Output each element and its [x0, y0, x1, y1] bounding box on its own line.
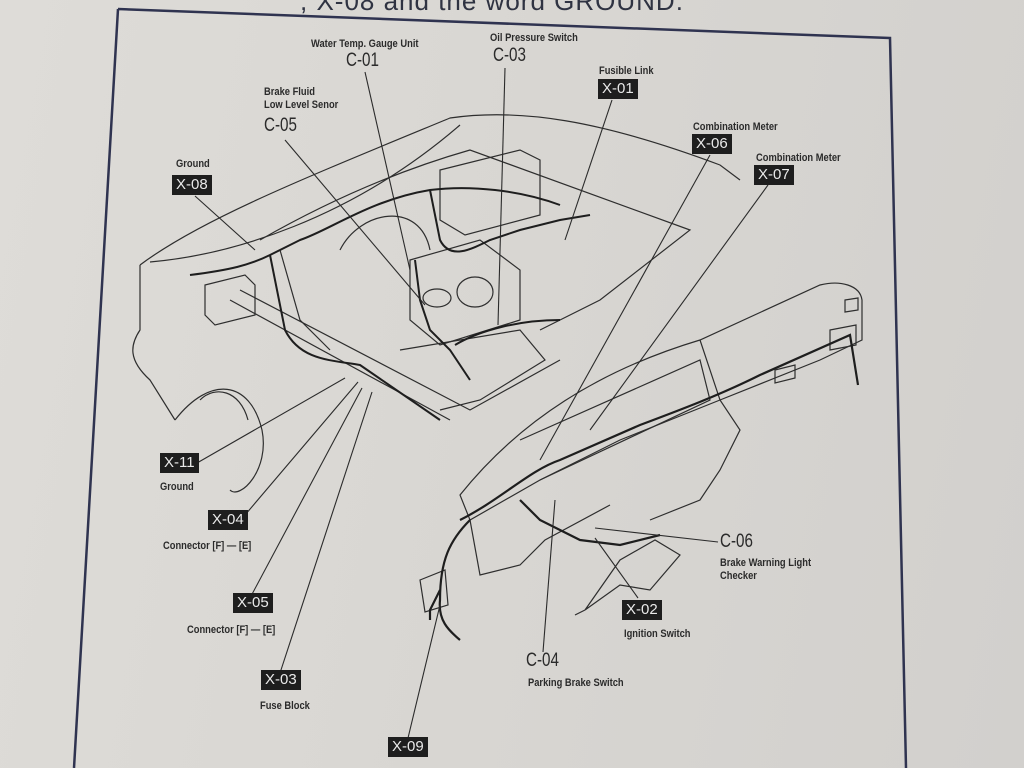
label-fusible-link: Fusible Link: [599, 65, 654, 77]
code-x09: X-09: [388, 737, 428, 757]
label-ground-x08: Ground: [176, 158, 210, 170]
leader-c01: [364, 71, 411, 271]
leader-x02: [594, 537, 639, 599]
label-oil-pressure-switch: Oil Pressure Switch: [490, 32, 578, 44]
code-x08: X-08: [172, 175, 212, 195]
label-connector-x04: Connector [F] — [E]: [163, 540, 252, 552]
label-water-temp-gauge-unit: Water Temp. Gauge Unit: [311, 38, 419, 50]
label-ignition-switch: Ignition Switch: [624, 628, 691, 640]
leader-x06: [539, 154, 711, 461]
label-brake-fluid: Brake Fluid: [264, 86, 315, 98]
label-fuse-block: Fuse Block: [260, 700, 310, 712]
code-x06: X-06: [692, 134, 732, 154]
leader-x08: [194, 195, 256, 251]
label-connector-x05: Connector [F] — [E]: [187, 624, 276, 636]
dashboard-drawing: [419, 282, 863, 616]
leader-c06: [594, 527, 719, 543]
label-combination-meter-x06: Combination Meter: [693, 121, 778, 133]
code-x03: X-03: [261, 670, 301, 690]
leader-x03: [279, 391, 373, 674]
leader-lines: [194, 67, 769, 739]
leader-c05: [284, 139, 426, 306]
diagram-frame: [72, 7, 908, 768]
leader-x04: [244, 381, 359, 516]
code-x01: X-01: [598, 79, 638, 99]
leader-x05: [249, 387, 363, 599]
code-x04: X-04: [208, 510, 248, 530]
label-ground-x11: Ground: [160, 481, 194, 493]
code-x11: X-11: [160, 453, 199, 473]
wiring-harness: [189, 187, 591, 421]
code-x07: X-07: [754, 165, 794, 185]
code-x02: X-02: [622, 600, 662, 620]
code-c06: C-06: [720, 531, 753, 552]
leader-c03: [497, 67, 506, 326]
code-x05: X-05: [233, 593, 273, 613]
label-checker: Checker: [720, 570, 757, 582]
leader-x07: [589, 184, 769, 431]
header-text: , X-08 and the word GROUND.: [300, 0, 684, 16]
label-brake-warning-light: Brake Warning Light: [720, 557, 812, 569]
leader-c04: [542, 499, 556, 653]
dash-harness: [428, 333, 860, 641]
engine-bay-drawing: [132, 114, 741, 493]
label-parking-brake-switch: Parking Brake Switch: [528, 677, 624, 689]
code-c05: C-05: [264, 115, 297, 136]
code-c04: C-04: [526, 650, 559, 671]
code-c03: C-03: [493, 45, 526, 66]
label-low-level-senor: Low Level Senor: [264, 99, 339, 111]
label-combination-meter-x07: Combination Meter: [756, 152, 841, 164]
leader-x11: [196, 377, 346, 464]
code-c01: C-01: [346, 50, 379, 71]
leader-x01: [564, 99, 613, 241]
leader-x09: [407, 604, 441, 739]
